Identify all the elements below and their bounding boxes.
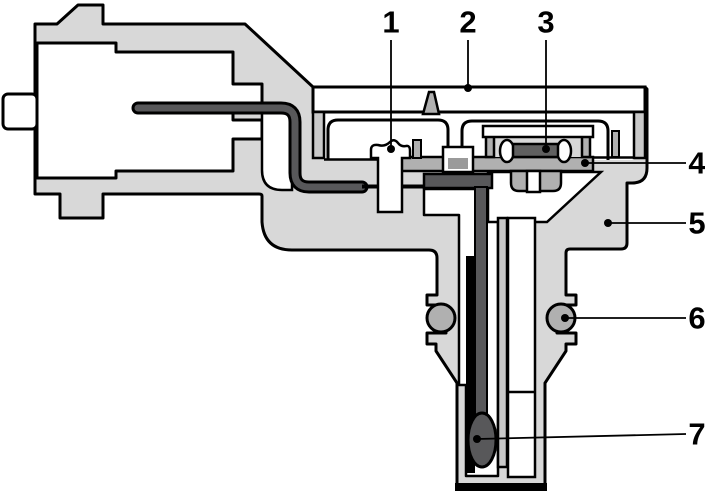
callout-4: 4 xyxy=(688,145,705,181)
inner-liner xyxy=(466,256,475,473)
dot-1 xyxy=(387,145,395,153)
frame-rail xyxy=(481,124,595,139)
callout-5: 5 xyxy=(688,205,705,241)
callout-3: 3 xyxy=(537,4,555,40)
terminal-pin xyxy=(134,104,366,191)
callout-1: 1 xyxy=(382,4,400,40)
connector-nub xyxy=(1,92,39,131)
pedestal-pin xyxy=(525,169,542,194)
cover-vent xyxy=(421,90,441,116)
callout-6: 6 xyxy=(688,300,705,336)
leader-dots xyxy=(387,84,612,443)
cover-lip-right xyxy=(632,110,647,160)
capillary-tube xyxy=(496,216,509,469)
temperature-conductor xyxy=(474,186,488,418)
o-ring-left xyxy=(425,302,457,334)
cover-lip-left xyxy=(311,110,326,160)
dot-2 xyxy=(464,84,472,92)
solder-clip-core xyxy=(448,158,468,169)
thermistor xyxy=(466,411,498,469)
dot-7 xyxy=(473,435,481,443)
dot-6 xyxy=(561,314,569,322)
callout-2: 2 xyxy=(459,4,477,40)
leader-lines xyxy=(390,40,687,440)
rib-left xyxy=(412,139,422,159)
rib-right xyxy=(611,130,620,158)
dot-4 xyxy=(581,159,589,167)
dot-5 xyxy=(604,219,612,227)
stem-bottom-face xyxy=(455,483,547,491)
support-bracket xyxy=(369,139,412,214)
cover xyxy=(311,85,647,114)
pin-bend-pocket xyxy=(260,110,294,192)
leader-7 xyxy=(476,433,687,440)
junction-bar xyxy=(422,172,494,190)
sensor-element xyxy=(511,142,560,159)
dot-3 xyxy=(542,145,550,153)
callout-7: 7 xyxy=(688,416,705,452)
